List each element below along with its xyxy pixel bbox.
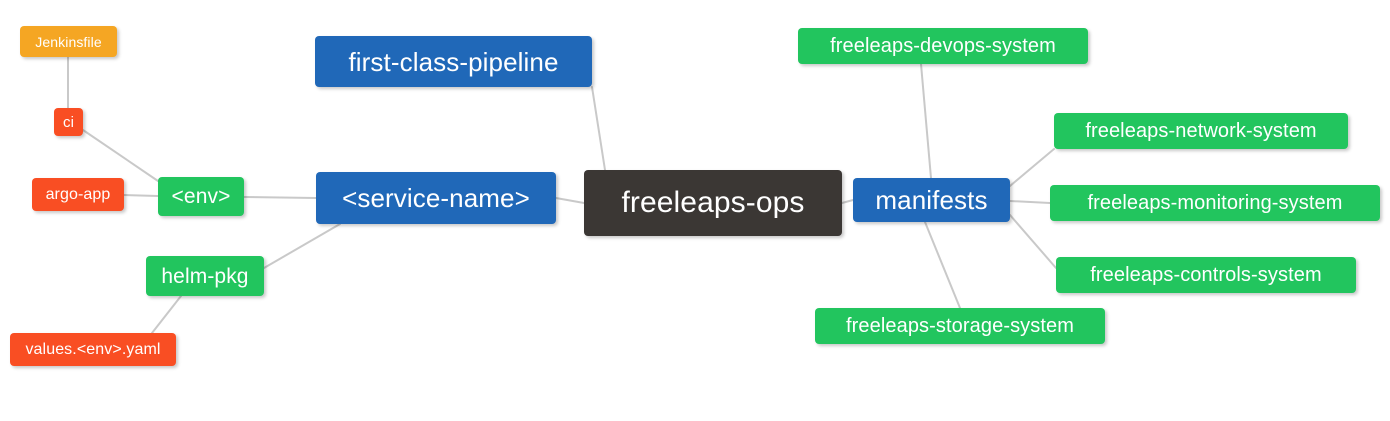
edge-helm-pkg-to-values-env-yaml (151, 295, 182, 334)
edge-manifests-to-freeleaps-storage-system (924, 221, 961, 309)
edge-service-name-to-helm-pkg (263, 223, 341, 269)
edge-env-to-ci (82, 129, 159, 182)
edge-freeleaps-ops-to-first-class-pipeline (591, 86, 606, 171)
node-freeleaps-devops-system[interactable]: freeleaps-devops-system (798, 28, 1088, 64)
node-freeleaps-controls-system[interactable]: freeleaps-controls-system (1056, 257, 1356, 293)
edge-freeleaps-ops-to-service-name (555, 197, 585, 204)
edge-service-name-to-env (243, 196, 317, 199)
node-env[interactable]: <env> (158, 177, 244, 216)
node-values-env-yaml[interactable]: values.<env>.yaml (10, 333, 176, 366)
edge-env-to-argo-app (123, 194, 159, 197)
node-freeleaps-network-system[interactable]: freeleaps-network-system (1054, 113, 1348, 149)
node-freeleaps-monitoring-system[interactable]: freeleaps-monitoring-system (1050, 185, 1380, 221)
edge-freeleaps-ops-to-manifests (841, 199, 854, 204)
node-helm-pkg[interactable]: helm-pkg (146, 256, 264, 296)
node-freeleaps-storage-system[interactable]: freeleaps-storage-system (815, 308, 1105, 344)
node-first-class-pipeline[interactable]: first-class-pipeline (315, 36, 592, 87)
edge-manifests-to-freeleaps-monitoring-system (1009, 200, 1051, 204)
node-ci[interactable]: ci (54, 108, 83, 136)
edge-manifests-to-freeleaps-controls-system (1009, 214, 1057, 269)
node-argo-app[interactable]: argo-app (32, 178, 124, 211)
node-jenkinsfile[interactable]: Jenkinsfile (20, 26, 117, 57)
node-service-name[interactable]: <service-name> (316, 172, 556, 224)
node-manifests[interactable]: manifests (853, 178, 1010, 222)
node-freeleaps-ops[interactable]: freeleaps-ops (584, 170, 842, 236)
edge-manifests-to-freeleaps-network-system (1009, 148, 1055, 187)
edge-manifests-to-freeleaps-devops-system (920, 63, 932, 179)
